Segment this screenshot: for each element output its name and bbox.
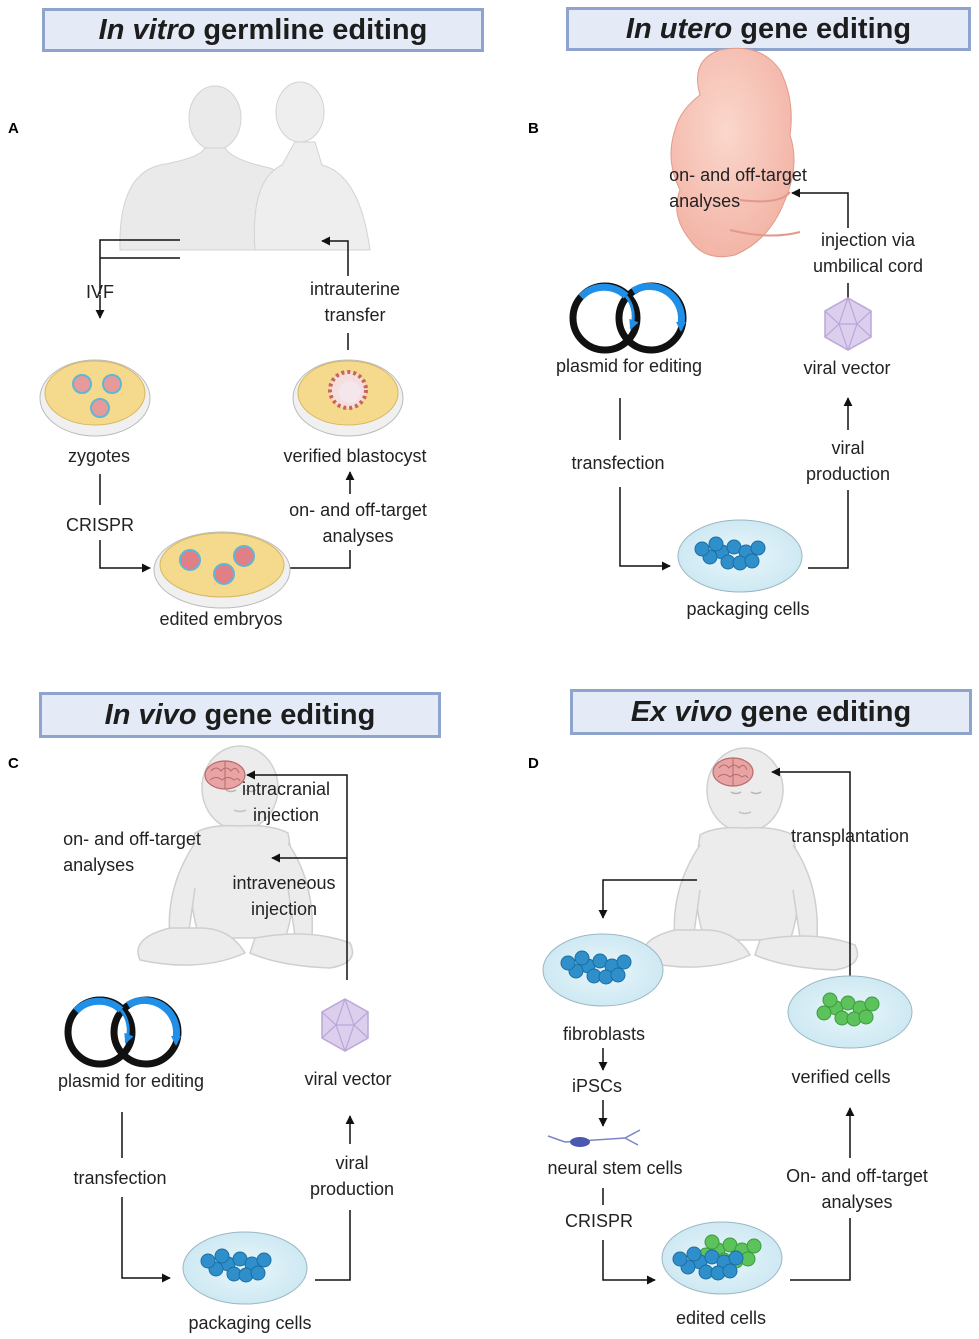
label-line: injection via — [820, 230, 916, 250]
petri-dish-icon — [292, 359, 404, 437]
label-transfection: transfection — [571, 453, 665, 473]
panel-letter-b: B — [528, 120, 539, 137]
petri-dish-icon — [182, 1231, 308, 1305]
petri-dish-icon — [39, 359, 151, 437]
label-intravenous: intraveneous injection — [232, 870, 335, 922]
label-injection: injection via umbilical cord — [813, 227, 923, 279]
petri-dish-icon — [677, 519, 803, 593]
label-viral-vector: viral vector — [304, 1069, 392, 1089]
title-italic: In vivo — [104, 698, 197, 731]
plasmid-icon — [573, 286, 683, 350]
label-neural-stem-cells: neural stem cells — [547, 1158, 683, 1178]
label-analyses: On- and off-target analyses — [786, 1163, 928, 1215]
virus-icon — [321, 998, 369, 1052]
label-edited-cells: edited cells — [675, 1308, 767, 1328]
label-analyses: on- and off-target analyses — [289, 497, 427, 549]
label-line: analyses — [63, 855, 135, 875]
title-text: germline editing — [203, 13, 428, 46]
label-verified-cells: verified cells — [791, 1067, 891, 1087]
petri-dish-icon — [542, 933, 664, 1007]
title-text: gene editing — [740, 695, 912, 728]
brain-icon — [712, 757, 754, 787]
title-italic: In utero — [625, 12, 733, 45]
label-line: intraveneous — [232, 873, 336, 893]
label-viral-vector: viral vector — [803, 358, 891, 378]
label-packaging: packaging cells — [686, 599, 810, 619]
label-fibroblasts: fibroblasts — [562, 1024, 646, 1044]
label-line: injection — [252, 805, 320, 825]
label-intracranial: intracranial injection — [242, 776, 330, 828]
label-line: transfer — [324, 305, 386, 325]
label-zygotes: zygotes — [67, 446, 131, 466]
label-viral-production: viral production — [806, 435, 890, 487]
label-packaging: packaging cells — [188, 1313, 312, 1333]
label-analyses: on- and off-target analyses — [669, 162, 807, 214]
label-line: umbilical cord — [812, 256, 924, 276]
title-italic: Ex vivo — [630, 695, 733, 728]
brain-icon — [204, 760, 246, 790]
label-line: viral — [831, 438, 865, 458]
label-edited-embryos: edited embryos — [159, 609, 283, 629]
plasmid-icon — [68, 1000, 178, 1064]
label-line: analyses — [322, 526, 394, 546]
petri-dish-icon — [787, 975, 913, 1049]
label-crispr: CRISPR — [65, 515, 135, 535]
label-line: on- and off-target — [669, 165, 807, 185]
panel-letter-d: D — [528, 755, 539, 772]
label-intrauterine: intrauterine transfer — [310, 276, 400, 328]
label-analyses: on- and off-target analyses — [63, 826, 201, 878]
label-plasmid: plasmid for editing — [555, 356, 703, 376]
label-ipscs: iPSCs — [571, 1076, 623, 1096]
label-line: viral — [335, 1153, 369, 1173]
label-transfection: transfection — [73, 1168, 167, 1188]
baby-icon — [642, 747, 859, 971]
title-text: gene editing — [740, 12, 912, 45]
neuron-icon — [547, 1129, 641, 1147]
label-line: intracranial — [241, 779, 331, 799]
label-line: intrauterine — [309, 279, 401, 299]
panel-letter-a: A — [8, 120, 19, 137]
title-text: gene editing — [204, 698, 376, 731]
label-plasmid: plasmid for editing — [57, 1071, 205, 1091]
adult-couple-icon — [119, 81, 371, 251]
label-line: on- and off-target — [63, 829, 201, 849]
label-line: injection — [250, 899, 318, 919]
fetus-icon — [670, 47, 801, 258]
label-line: production — [805, 464, 891, 484]
label-transplantation: transplantation — [790, 826, 910, 846]
title-italic: In vitro — [98, 13, 196, 46]
petri-dish-icon — [661, 1221, 783, 1295]
label-crispr: CRISPR — [564, 1211, 634, 1231]
panel-letter-c: C — [8, 755, 19, 772]
virus-icon — [824, 297, 872, 351]
label-verified-blastocyst: verified blastocyst — [283, 446, 427, 466]
label-line: analyses — [669, 191, 741, 211]
label-line: On- and off-target — [786, 1166, 928, 1186]
label-ivf: IVF — [85, 282, 115, 302]
label-line: on- and off-target — [289, 500, 427, 520]
petri-dish-icon — [153, 531, 291, 609]
label-viral-production: viral production — [310, 1150, 394, 1202]
label-line: production — [309, 1179, 395, 1199]
label-line: analyses — [821, 1192, 893, 1212]
